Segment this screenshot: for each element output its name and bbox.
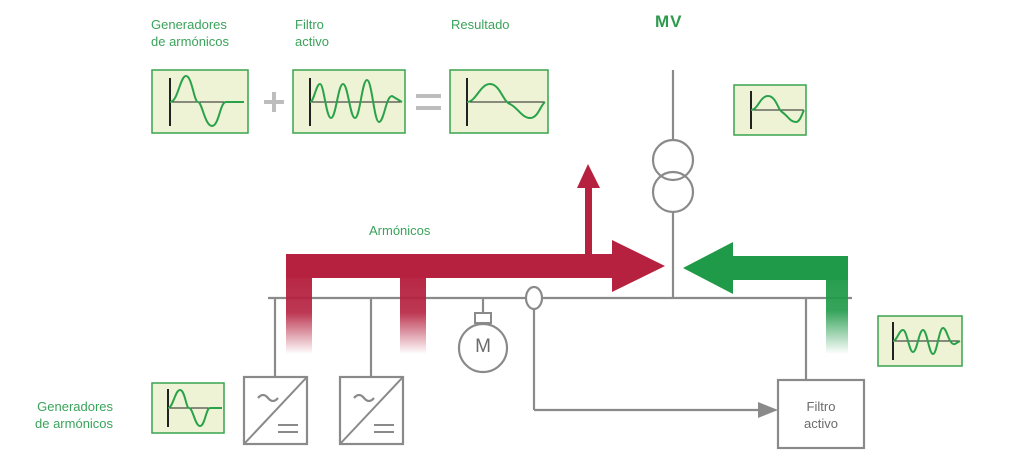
green-riser [826,258,848,354]
panel-result [449,69,549,134]
red-main-arrow-shaft [286,254,614,278]
active-filter-box [776,378,866,450]
green-arrowhead [683,242,733,294]
red-up-arrow-shaft [585,186,592,256]
panel-harmonic-generators [151,69,249,134]
label-result: Resultado [451,17,510,32]
signal-arrowhead [758,402,778,418]
label-filter-top-line1: Filtro [295,17,324,32]
transformer-icon [651,138,695,214]
panel-bottom-generators [151,382,225,434]
equals-sign [416,94,441,110]
label-mv: MV [655,12,683,31]
red-main-arrowhead [612,240,665,292]
label-filter-box-line1: Filtro [806,399,836,414]
panel-active-filter [292,69,406,134]
label-filter-box: Filtro activo [778,398,864,432]
label-generators-bottom-line2: de armónicos [35,416,114,431]
label-filter-top: Filtro activo [295,16,329,50]
plus-sign [264,92,284,112]
network-lines [268,70,852,412]
red-up-arrowhead [577,164,600,188]
converter-2-icon [338,375,405,446]
label-filter-box-line2: activo [804,416,838,431]
motor-label: M [475,336,491,357]
label-generators-top: Generadores de armónicos [151,16,229,50]
label-generators-bottom-line1: Generadores [37,399,114,414]
label-generators-top-line2: de armónicos [151,34,230,49]
label-generators-bottom: Generadores de armónicos [35,398,113,432]
motor-icon [457,312,509,374]
filter-flow-arrow [683,242,848,354]
panel-mv-wave [733,84,807,136]
green-arrow-shaft [730,256,848,280]
panel-filter-output-wave [877,315,963,367]
label-filter-top-line2: activo [295,34,329,49]
converter-1-icon [242,375,309,446]
harmonic-flow-arrows [286,164,665,354]
current-sensor-icon [524,285,544,311]
label-generators-top-line1: Generadores [151,17,227,32]
label-harmonics: Armónicos [369,223,431,238]
